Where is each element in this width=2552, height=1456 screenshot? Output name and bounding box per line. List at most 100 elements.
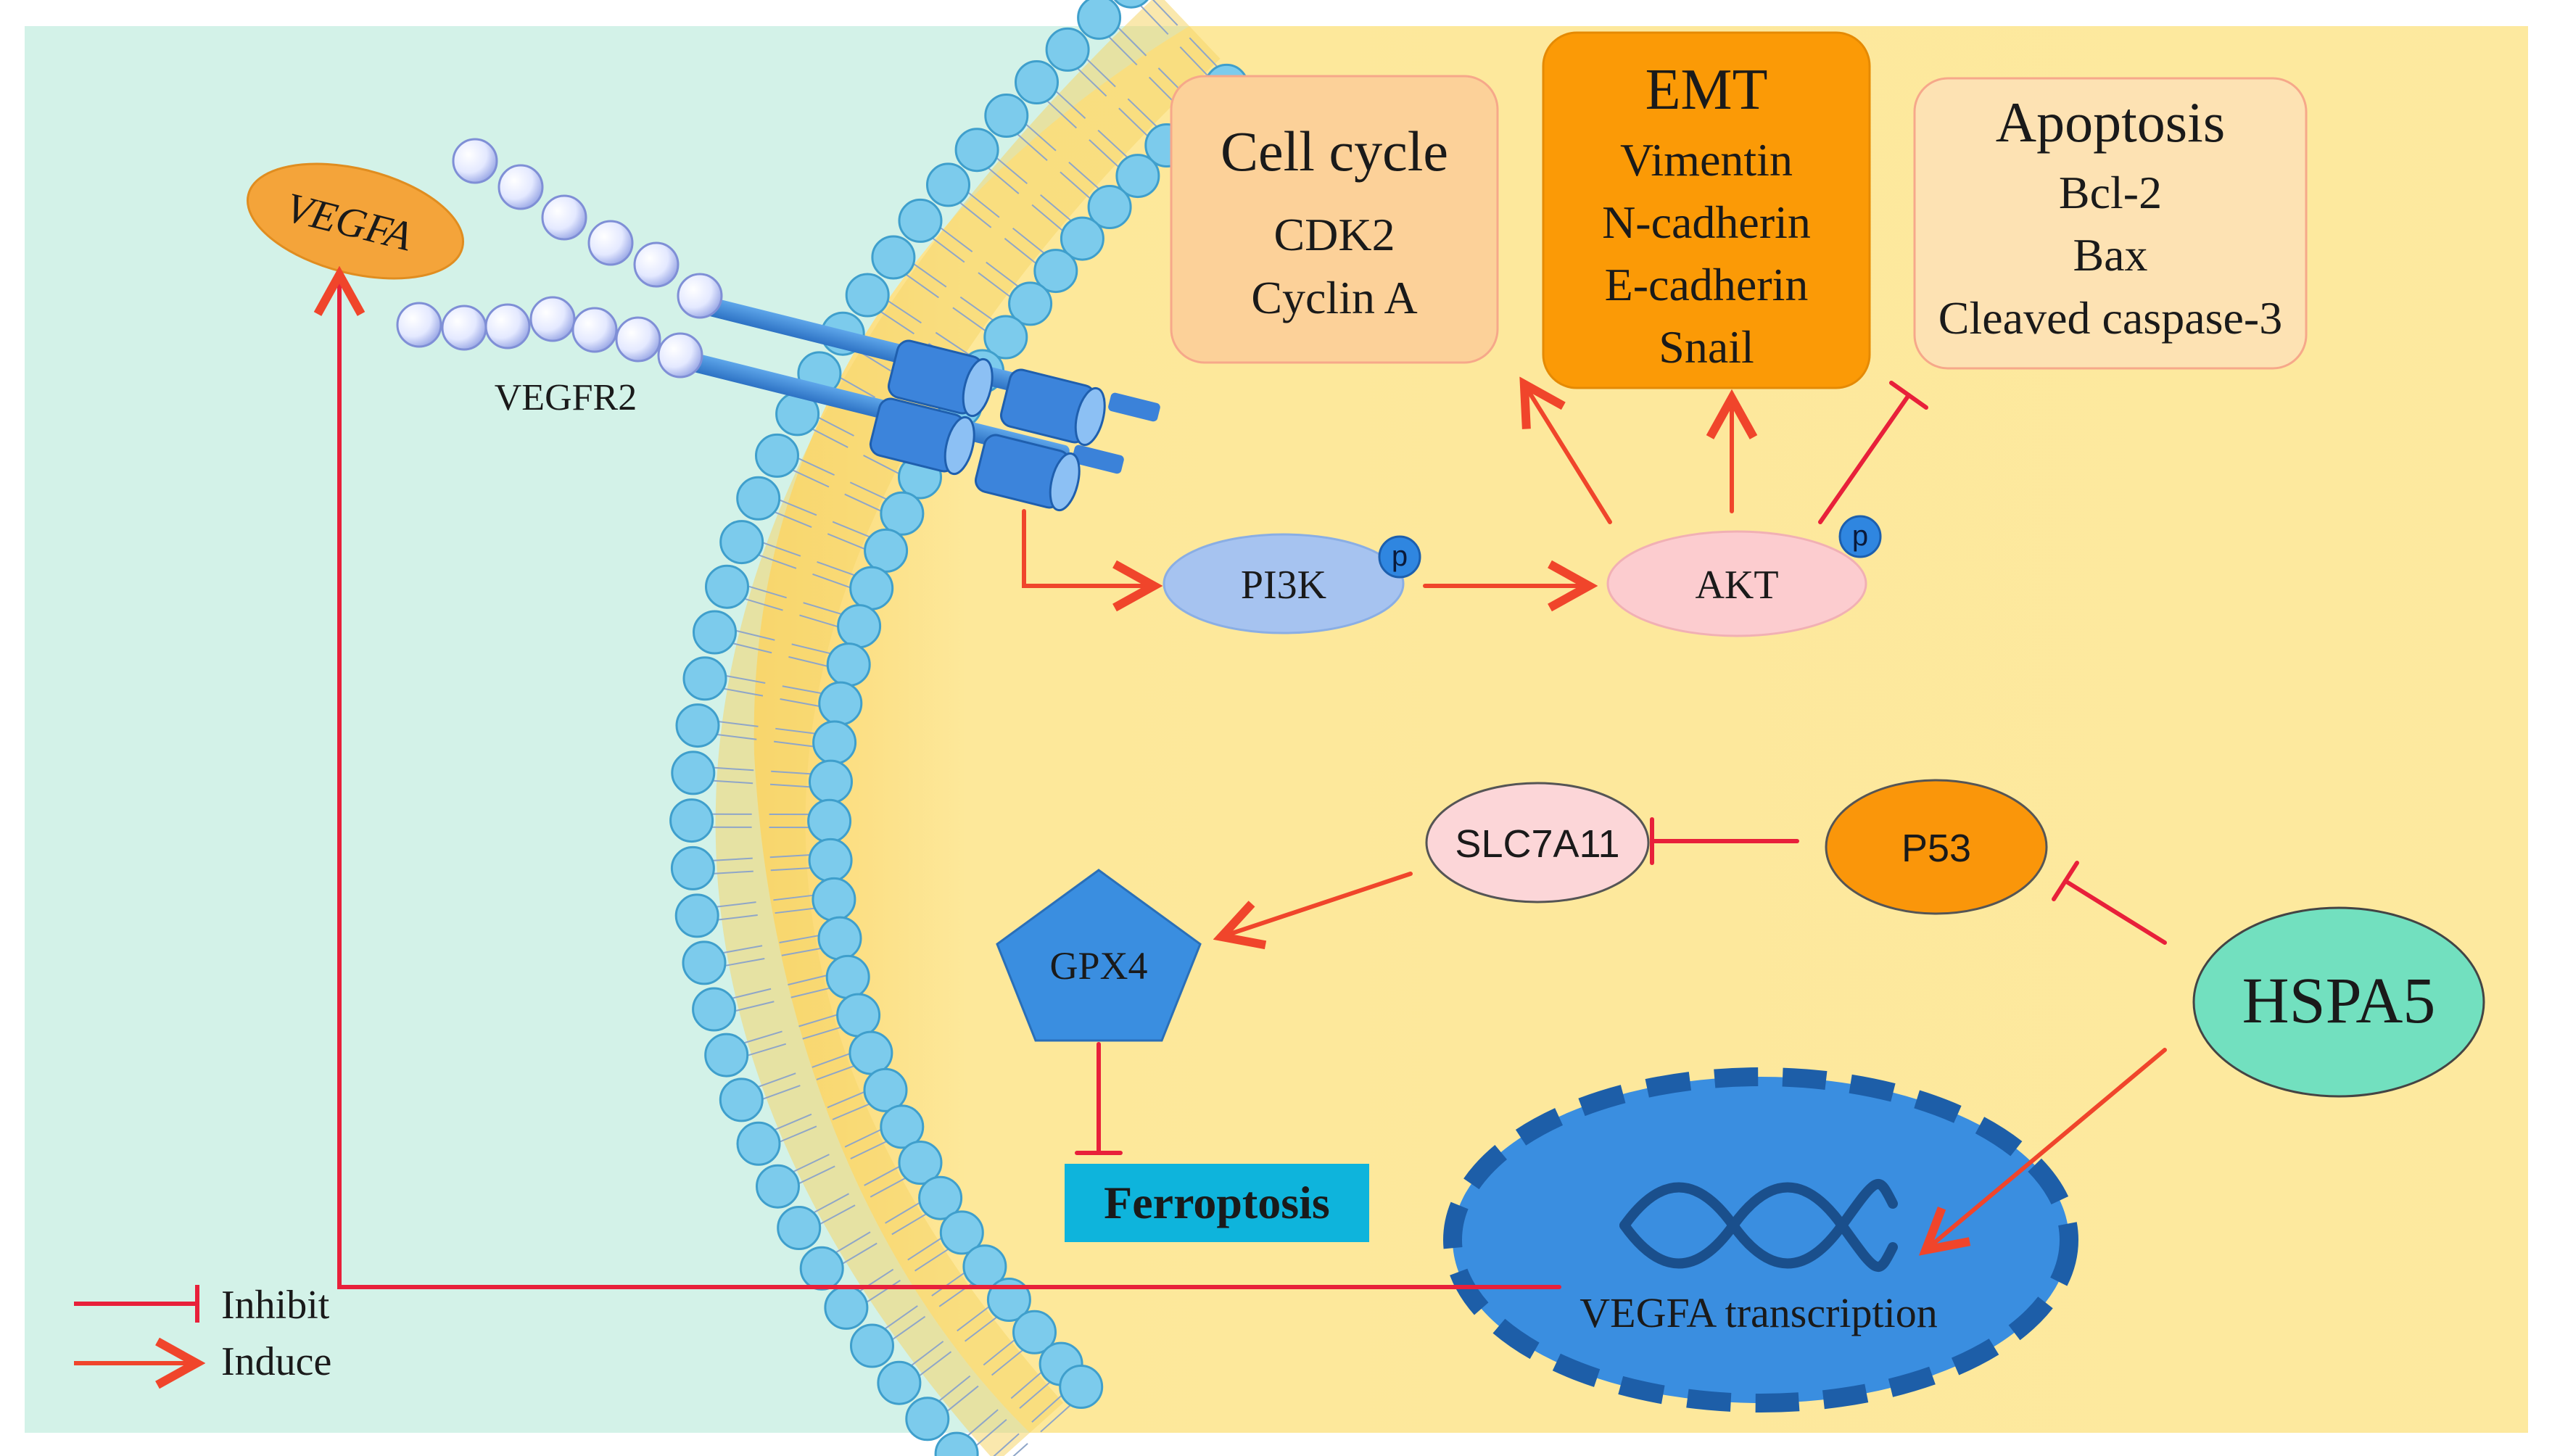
lipid-tail <box>773 894 817 914</box>
lipid-tail <box>844 481 889 513</box>
lipid-head <box>880 491 925 536</box>
lipid-tail <box>714 720 759 740</box>
lipid-head <box>1077 0 1122 40</box>
lipid-tail <box>812 1052 856 1080</box>
apoptosis-box: Apoptosis Bcl-2 Bax Cleaved caspase-3 <box>1913 77 2308 370</box>
receptor-domain <box>1000 368 1106 447</box>
lipid-head <box>674 893 719 938</box>
inhibit-akt-to-apoptosis <box>1818 393 1911 524</box>
slc7a11-node: SLC7A11 <box>1425 782 1650 903</box>
p53-label: P53 <box>1901 827 1971 870</box>
lipid-tail <box>780 685 825 708</box>
lipid-head <box>939 1210 984 1255</box>
lipid-tail <box>709 813 752 828</box>
lipid-head <box>807 798 852 843</box>
lipid-head <box>669 798 714 843</box>
lipid-head <box>693 610 737 655</box>
cell-cycle-item: Cyclin A <box>1251 272 1417 323</box>
lipid-tail <box>957 1304 999 1342</box>
lipid-tail <box>790 1154 835 1186</box>
receptor-domain <box>975 434 1081 512</box>
lipid-tail <box>930 226 973 263</box>
lipid-tail <box>978 261 1020 299</box>
nucleus: VEGFA transcription <box>1443 1067 2078 1412</box>
ferroptosis-box: Ferroptosis <box>1065 1164 1369 1242</box>
lipid-tail <box>904 262 947 299</box>
lipid-head <box>926 162 970 207</box>
lipid-head <box>1008 281 1053 326</box>
lipid-head <box>736 476 781 521</box>
receptor-bead <box>529 296 576 342</box>
lipid-head <box>1045 27 1090 72</box>
lipid-head <box>1015 60 1059 104</box>
arrow-transcription-to-vegfa <box>339 279 1561 1289</box>
apoptosis-item: Bax <box>2073 229 2147 281</box>
lipid-tail <box>983 1338 1025 1376</box>
arrow-hspa5-to-nucleus <box>1929 1048 2167 1247</box>
cell-cycle-item: CDK2 <box>1273 209 1395 260</box>
lipid-head <box>682 940 727 985</box>
lipid-tail <box>812 561 857 590</box>
lipid-head <box>934 1431 979 1456</box>
lipid-head <box>984 94 1029 138</box>
lipid-head <box>704 1033 749 1077</box>
lipid-tail <box>827 521 872 551</box>
cell-cycle-box: Cell cycle CDK2 Cyclin A <box>1170 75 1499 364</box>
lipid-head <box>755 433 799 478</box>
lipid-head <box>864 528 909 573</box>
receptor-bead <box>452 138 498 184</box>
emt-item: E-cadherin <box>1605 259 1809 310</box>
lipid-tail <box>779 934 824 956</box>
lipid-tail <box>788 643 833 668</box>
lipid-head <box>836 993 881 1038</box>
lipid-head <box>871 235 916 280</box>
receptor-domain <box>870 397 975 476</box>
phosphate-badge <box>1378 535 1421 579</box>
lipid-head <box>736 1121 781 1166</box>
ferroptosis-label: Ferroptosis <box>1104 1177 1330 1228</box>
lipid-tail <box>1060 161 1102 201</box>
lipid-tail <box>1107 25 1147 66</box>
lipid-tail <box>720 945 765 967</box>
receptor-domain <box>888 339 994 418</box>
lipid-tail <box>1010 1370 1052 1409</box>
lipid-tail <box>952 296 996 333</box>
apoptosis-title: Apoptosis <box>1996 91 2225 154</box>
lipid-head <box>1087 185 1132 229</box>
lipid-head <box>817 916 862 961</box>
lipid-head <box>808 837 853 882</box>
lipid-head <box>837 604 882 649</box>
arrow-slc7a11-to-gpx4 <box>1226 872 1413 935</box>
lipid-tail <box>1138 0 1178 36</box>
lipid-head <box>799 1246 844 1291</box>
lipid-head <box>719 520 764 565</box>
pi3k-node: PI3K p <box>1163 533 1421 634</box>
legend: Inhibit Induce <box>74 1283 331 1384</box>
lipid-tail <box>833 1231 877 1266</box>
lipid-tail <box>907 1236 951 1272</box>
lipid-tail <box>883 1305 926 1341</box>
lipid-tail <box>756 1072 801 1101</box>
lipid-head <box>877 1360 922 1405</box>
lipid-head <box>812 720 857 765</box>
lipid-head <box>905 1397 950 1441</box>
receptor-bead <box>657 332 703 379</box>
lipid-head <box>848 1030 893 1075</box>
lipid-tail <box>878 299 922 335</box>
lipid-head <box>818 681 863 726</box>
receptor-bead <box>396 302 442 348</box>
cell-membrane <box>669 0 1249 1456</box>
arrow-receptor-to-pi3k <box>1022 509 1149 586</box>
lipid-tail <box>1004 227 1046 265</box>
inhibit-bar <box>2052 861 2079 901</box>
lipid-head <box>880 1104 925 1149</box>
lipid-head <box>918 1175 963 1220</box>
lipid-tail <box>1031 1393 1073 1433</box>
lipid-tail <box>965 1409 1007 1448</box>
legend-inhibit-label: Inhibit <box>221 1283 330 1328</box>
lipid-tail <box>769 853 813 872</box>
lipid-tail <box>1089 129 1130 169</box>
lipid-tail <box>957 190 1000 228</box>
phosphate-badge <box>1838 515 1882 558</box>
hspa5-node: HSPA5 <box>2192 906 2485 1098</box>
